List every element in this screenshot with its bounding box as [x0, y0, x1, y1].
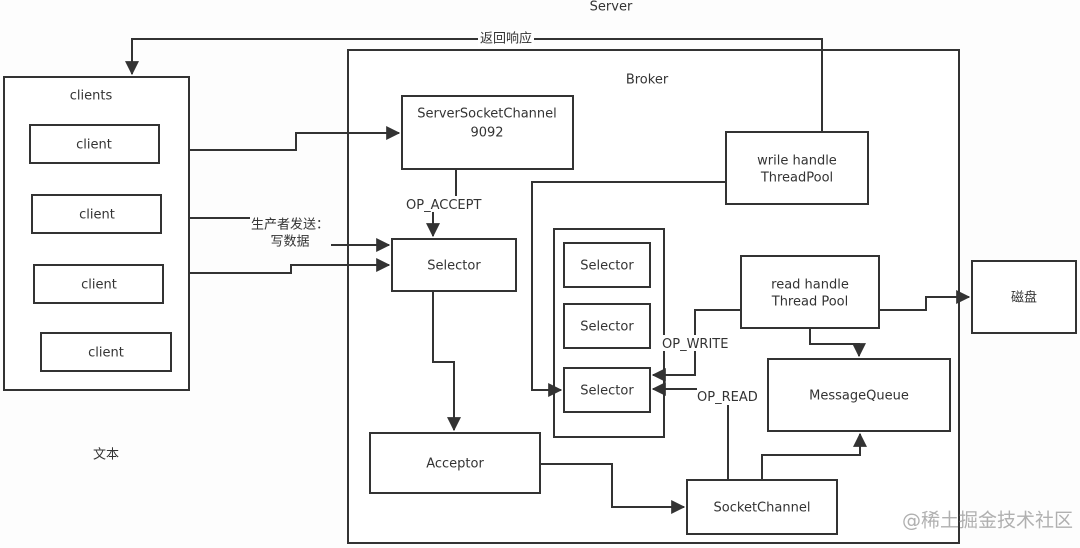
- svg-text:MessageQueue: MessageQueue: [809, 389, 909, 404]
- svg-text:Thread Pool: Thread Pool: [771, 295, 848, 310]
- broker-label: Broker: [626, 73, 669, 88]
- edge-socket-channel-to-mq: [761, 432, 867, 480]
- edge-read-pool-to-disk: [879, 290, 971, 311]
- client-node[interactable]: client: [40, 332, 172, 372]
- read-thread-pool-node[interactable]: read handle Thread Pool: [740, 255, 880, 329]
- acceptor-node[interactable]: Acceptor: [369, 432, 541, 494]
- edge-label-op-accept: OP_ACCEPT: [406, 198, 481, 213]
- free-text-label: 文本: [93, 448, 119, 463]
- sub-selector-node[interactable]: Selector: [563, 367, 651, 413]
- svg-text:Selector: Selector: [580, 259, 634, 274]
- svg-text:SocketChannel: SocketChannel: [714, 501, 811, 516]
- edge-label-bg: [478, 31, 534, 47]
- svg-text:9092: 9092: [470, 126, 503, 141]
- edge-label-op-read: OP_READ: [697, 390, 758, 405]
- message-queue-node[interactable]: MessageQueue: [767, 358, 951, 432]
- edge-read-pool-to-mq: [809, 328, 866, 358]
- server-title: Server: [590, 0, 633, 15]
- main-selector-node[interactable]: Selector: [391, 238, 517, 292]
- svg-text:wrile handle: wrile handle: [757, 154, 837, 169]
- edge-clients-to-selector: [189, 258, 391, 274]
- socket-channel-node[interactable]: SocketChannel: [686, 479, 838, 535]
- edge-acceptor-to-socket-channel: [540, 463, 686, 514]
- svg-text:磁盘: 磁盘: [1011, 290, 1037, 306]
- watermark-text: @稀土掘金技术社区: [902, 510, 1073, 532]
- edge-label-op-write: OP_WRITE: [662, 337, 728, 352]
- edge-response: [125, 38, 823, 132]
- client-node[interactable]: client: [29, 124, 160, 164]
- svg-text:Acceptor: Acceptor: [426, 457, 484, 472]
- clients-label: clients: [70, 89, 113, 104]
- client-node[interactable]: client: [33, 264, 164, 304]
- edge-label-response: 返回响应: [480, 31, 532, 47]
- edge-label-producer-send-2: 写数据: [270, 235, 309, 250]
- client-node[interactable]: client: [31, 194, 162, 234]
- sub-selector-node[interactable]: Selector: [563, 303, 651, 349]
- edge-label-producer-send-1: 生产者发送：: [251, 217, 329, 233]
- svg-text:ThreadPool: ThreadPool: [760, 171, 833, 186]
- svg-text:client: client: [79, 208, 115, 223]
- edge-write-pool-to-selector: [531, 181, 726, 397]
- svg-text:client: client: [76, 138, 112, 153]
- svg-text:ServerSocketChannel: ServerSocketChannel: [417, 107, 557, 122]
- edge-clients-to-server-socket: [189, 126, 401, 151]
- svg-text:Selector: Selector: [580, 384, 634, 399]
- write-thread-pool-node[interactable]: wrile handle ThreadPool: [725, 131, 869, 205]
- sub-selector-node[interactable]: Selector: [563, 242, 651, 288]
- svg-text:Selector: Selector: [427, 259, 481, 274]
- disk-node[interactable]: 磁盘: [971, 260, 1077, 334]
- server-socket-channel-node[interactable]: ServerSocketChannel 9092: [401, 95, 574, 170]
- svg-text:client: client: [88, 346, 124, 361]
- edge-label-bg: [661, 335, 729, 351]
- svg-text:client: client: [81, 278, 117, 293]
- svg-text:read handle: read handle: [771, 278, 849, 293]
- svg-text:Selector: Selector: [580, 320, 634, 335]
- edge-selector-to-acceptor: [432, 291, 461, 432]
